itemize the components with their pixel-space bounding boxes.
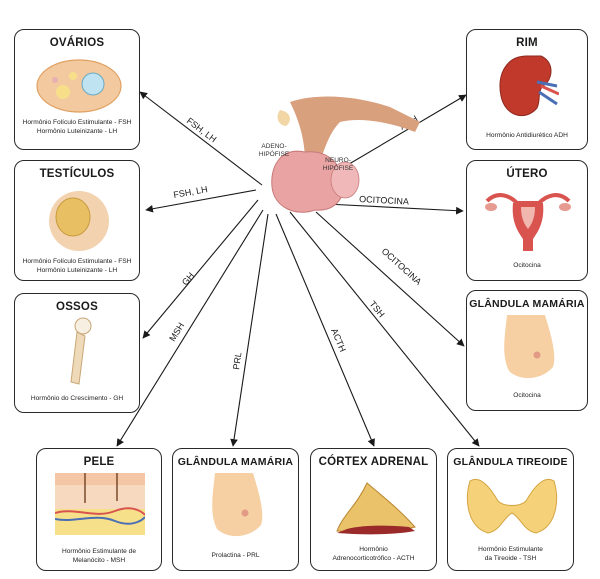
card-desc: Ocitocina [513, 262, 541, 269]
card-title: PELE [83, 456, 115, 468]
card-title: ÚTERO [506, 168, 548, 180]
label-msh: MSH [167, 321, 186, 343]
thyroid-icon [467, 479, 557, 534]
arrow-tireoide [289, 211, 480, 447]
bone-icon [70, 317, 92, 385]
label-ocitocina-mama: OCITOCINA [380, 246, 424, 287]
arrow-ossos [142, 199, 259, 339]
kidney-icon [499, 55, 559, 117]
card-desc: Hormônio do Crescimento - GH [30, 395, 124, 402]
label-fsh-lh-testiculos: FSH, LH [173, 184, 209, 200]
adeno-hipofise-label: ADENO-HIPÓFISE [258, 143, 290, 158]
label-ocitocina-utero: OCITOCINA [359, 194, 409, 207]
card-title: GLÂNDULA TIREOIDE [453, 456, 568, 468]
arrow-ovarios [139, 91, 263, 186]
card-desc: Ocitocina [513, 392, 541, 399]
pituitary-gland-illustration [271, 96, 420, 213]
breast-icon [212, 473, 263, 537]
arrow-pele [116, 209, 264, 447]
card-title: RIM [516, 37, 538, 49]
label-acth: ACTH [329, 327, 348, 353]
card-mama-prl: GLÂNDULA MAMÁRIA Prolactina - PRL [172, 448, 299, 571]
card-desc: Prolactina - PRL [211, 552, 260, 559]
arrow-testiculos [145, 189, 257, 213]
card-title: TESTÍCULOS [39, 168, 115, 180]
arrow-utero [325, 203, 464, 215]
uterus-icon [485, 193, 571, 251]
arrow-mama-oci [315, 211, 465, 347]
card-testiculos: TESTÍCULOS Hormônio Folículo Estimulante… [14, 160, 140, 281]
testicle-icon [49, 191, 109, 251]
adrenal-gland-icon [336, 482, 416, 535]
card-title: CÓRTEX ADRENAL [318, 456, 429, 468]
card-ovarios: OVÁRIOS Hormônio Folículo Estimulante - … [14, 29, 140, 150]
card-title: GLÂNDULA MAMÁRIA [177, 456, 294, 468]
arrow-mama-prl [230, 213, 269, 447]
label-gh: GH [180, 271, 196, 288]
label-prl: PRL [231, 352, 243, 371]
breast-icon [504, 315, 555, 379]
card-title: GLÂNDULA MAMÁRIA [469, 298, 585, 310]
arrow-cortex [275, 213, 375, 447]
card-rim: RIM Hormônio Antidiurético ADH [466, 29, 588, 150]
card-desc: Hormônio Antidiurético ADH [486, 132, 568, 139]
card-mama-oci: GLÂNDULA MAMÁRIA Ocitocina [466, 290, 588, 411]
card-ossos: OSSOS Hormônio do Crescimento - GH [14, 293, 140, 413]
card-title: OVÁRIOS [49, 37, 105, 49]
label-tsh: TSH [367, 299, 386, 319]
card-utero: ÚTERO Ocitocina [466, 160, 588, 281]
card-title: OSSOS [56, 301, 98, 313]
skin-layers-icon [55, 473, 145, 535]
ovary-icon [36, 59, 122, 113]
neuro-hipofise-label: NEURO-HIPÓFISE [322, 157, 354, 172]
